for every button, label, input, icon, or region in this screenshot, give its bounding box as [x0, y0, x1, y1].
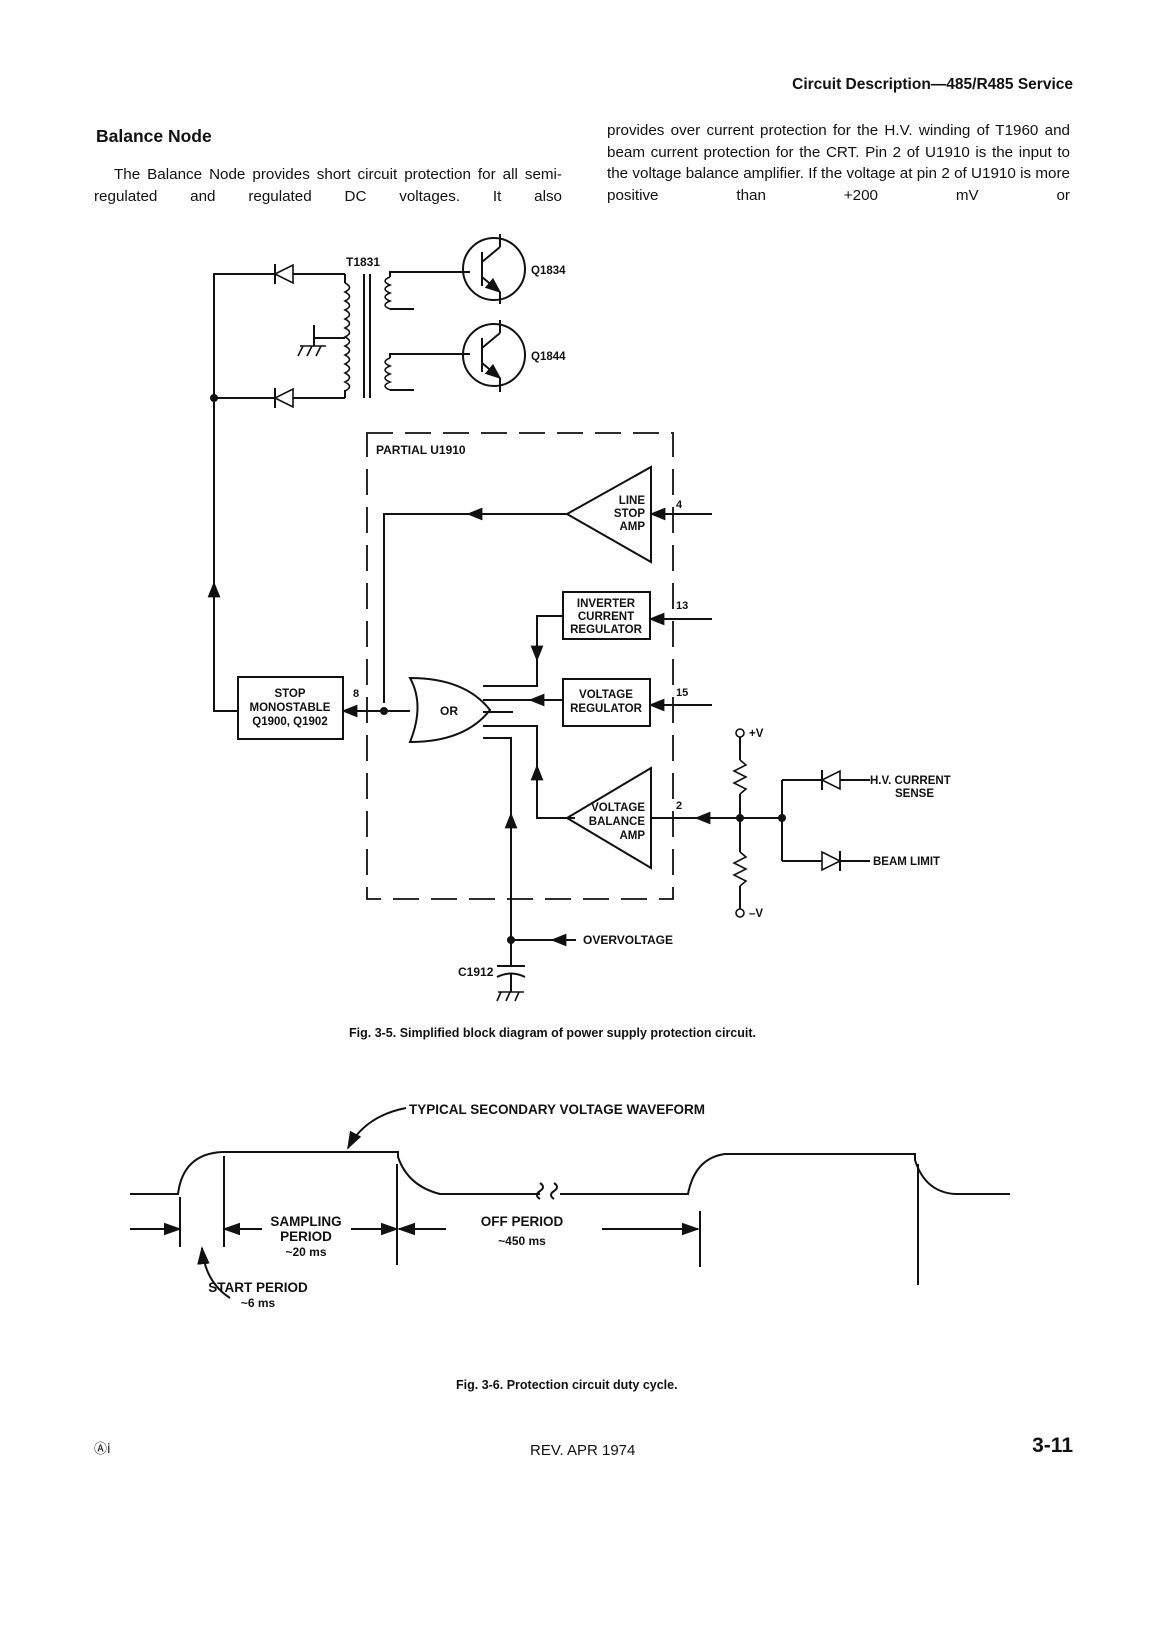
paragraph-left: The Balance Node provides short circuit …	[94, 166, 562, 205]
sense-inputs: H.V. CURRENT SENSE BEAM LIMIT	[740, 769, 951, 872]
protection-circuit-diagram: T1831 Q1834 Q1844	[207, 234, 951, 1040]
body-text-left: The Balance Node provides short circuit …	[94, 164, 562, 207]
svg-text:LINE: LINE	[619, 495, 646, 507]
diode-upper	[248, 263, 345, 285]
label-q1834: Q1834	[531, 265, 566, 277]
svg-text:INVERTER: INVERTER	[577, 598, 636, 610]
transformer-t1831: T1831	[297, 255, 470, 398]
running-header: Circuit Description—485/R485 Service	[792, 76, 1073, 93]
svg-text:REGULATOR: REGULATOR	[570, 624, 642, 636]
voltage-regulator: VOLTAGE REGULATOR 15	[483, 678, 712, 727]
paragraph-right: provides over current protection for the…	[607, 122, 1070, 204]
svg-text:OVERVOLTAGE: OVERVOLTAGE	[583, 933, 673, 947]
svg-text:BEAM LIMIT: BEAM LIMIT	[873, 856, 940, 868]
stop-monostable: STOP MONOSTABLE Q1900, Q1902 8	[237, 676, 388, 740]
overvoltage-input: OVERVOLTAGE C1912	[458, 933, 673, 1002]
section-title: Balance Node	[96, 126, 212, 146]
publisher-logo: Ⓐⅰ	[94, 1441, 111, 1456]
svg-text:SENSE: SENSE	[895, 788, 934, 800]
svg-text:SAMPLING: SAMPLING	[270, 1214, 341, 1229]
svg-text:Q1900, Q1902: Q1900, Q1902	[252, 716, 327, 728]
label-q1844: Q1844	[531, 351, 566, 363]
svg-text:~6 ms: ~6 ms	[241, 1296, 276, 1310]
svg-text:START PERIOD: START PERIOD	[208, 1280, 308, 1295]
svg-text:VOLTAGE: VOLTAGE	[579, 689, 633, 701]
svg-text:OFF PERIOD: OFF PERIOD	[481, 1214, 564, 1229]
svg-text:~450 ms: ~450 ms	[498, 1234, 546, 1248]
svg-text:+V: +V	[749, 728, 764, 740]
line-stop-amp: LINE STOP AMP 4	[383, 465, 712, 703]
svg-text:PERIOD: PERIOD	[280, 1229, 332, 1244]
waveform-title: TYPICAL SECONDARY VOLTAGE WAVEFORM	[409, 1102, 705, 1117]
svg-text:BALANCE: BALANCE	[589, 816, 646, 828]
label-c1912: C1912	[458, 965, 494, 979]
svg-text:AMP: AMP	[619, 521, 645, 533]
duty-cycle-waveform: TYPICAL SECONDARY VOLTAGE WAVEFORM SAMPL…	[130, 1102, 1010, 1392]
svg-text:VOLTAGE: VOLTAGE	[591, 802, 645, 814]
diode-lower	[273, 387, 345, 409]
svg-text:15: 15	[676, 687, 688, 699]
transistor-q1844: Q1844	[462, 320, 566, 392]
revision-date: REV. APR 1974	[530, 1442, 636, 1459]
resistor-divider: +V –V	[732, 728, 764, 920]
waveform-trace	[130, 1151, 1010, 1195]
svg-text:STOP: STOP	[614, 508, 645, 520]
transistor-q1834: Q1834	[462, 234, 566, 304]
feedback-wire	[213, 273, 248, 712]
svg-text:AMP: AMP	[619, 830, 645, 842]
svg-text:~20 ms: ~20 ms	[285, 1245, 326, 1259]
svg-text:REGULATOR: REGULATOR	[570, 703, 642, 715]
body-text-right: provides over current protection for the…	[607, 120, 1070, 206]
inverter-current-regulator: INVERTER CURRENT REGULATOR 13	[483, 591, 712, 687]
svg-text:13: 13	[676, 600, 688, 612]
svg-text:–V: –V	[749, 908, 763, 920]
partial-u1910-box	[366, 432, 674, 900]
svg-text:CURRENT: CURRENT	[578, 611, 634, 623]
figure-3-6-caption: Fig. 3-6. Protection circuit duty cycle.	[456, 1378, 678, 1392]
svg-text:OR: OR	[440, 704, 458, 718]
svg-text:8: 8	[353, 688, 359, 700]
label-partial-u1910: PARTIAL U1910	[376, 443, 466, 457]
svg-text:4: 4	[676, 499, 683, 511]
figure-3-5-caption: Fig. 3-5. Simplified block diagram of po…	[349, 1026, 756, 1040]
svg-text:2: 2	[676, 800, 682, 812]
or-gate: OR	[384, 676, 575, 948]
svg-text:STOP: STOP	[274, 688, 305, 700]
label-t1831: T1831	[346, 255, 380, 269]
page-number: 3-11	[1032, 1434, 1073, 1457]
svg-text:MONOSTABLE: MONOSTABLE	[250, 702, 331, 714]
voltage-balance-amp: VOLTAGE BALANCE AMP 2	[565, 766, 740, 870]
svg-text:H.V. CURRENT: H.V. CURRENT	[870, 775, 951, 787]
